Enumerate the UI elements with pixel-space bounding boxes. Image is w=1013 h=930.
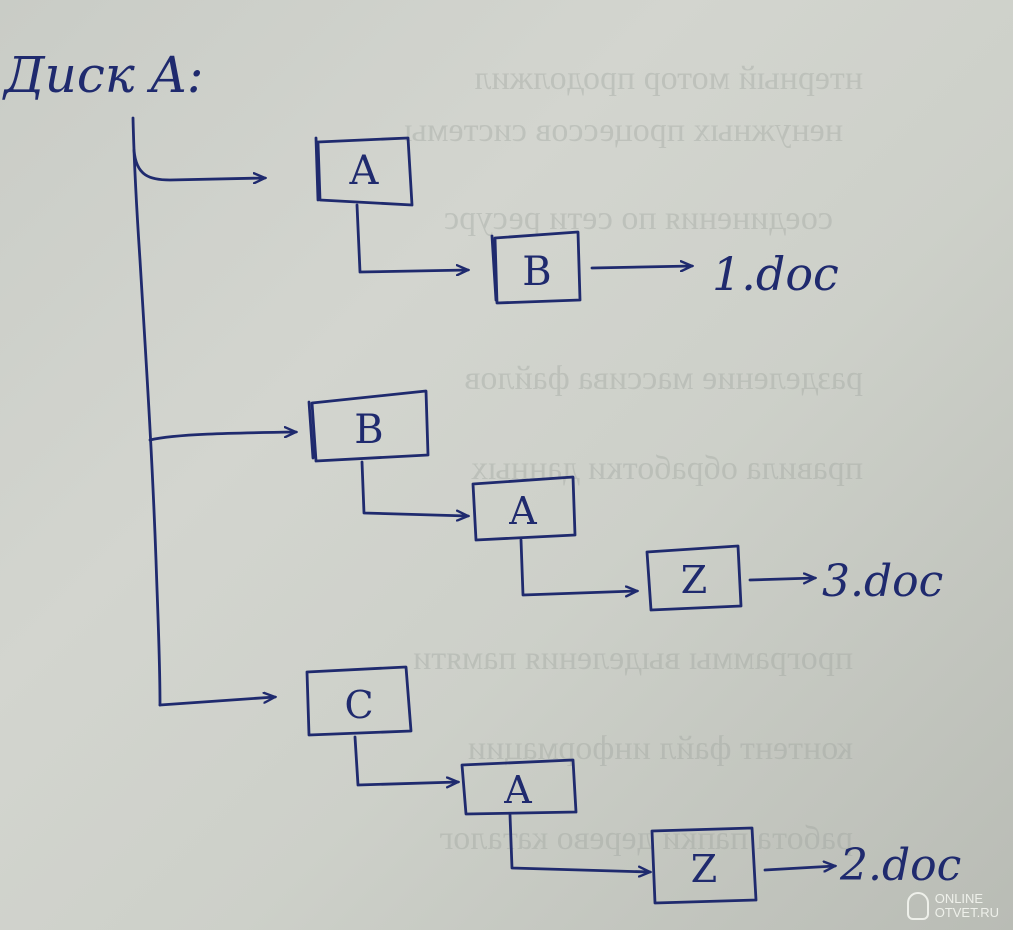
connector-root-a — [132, 148, 265, 180]
connector-z-file2 — [763, 866, 835, 870]
file-label-2doc: 2.doc — [839, 840, 961, 891]
folder-label-z: Z — [681, 558, 707, 602]
file-label-1doc: 1.doc — [712, 247, 839, 301]
folder-box-z — [645, 544, 743, 612]
connector-b-a — [360, 460, 468, 516]
folder-label-a: A — [349, 148, 380, 194]
connector-c-a — [353, 735, 458, 785]
connector-root-b — [148, 432, 296, 442]
folder-label-a2: A — [508, 489, 537, 533]
watermark: ONLINE OTVET.RU — [906, 891, 999, 920]
connector-z-file3 — [748, 578, 815, 580]
folder-label-b: B — [522, 249, 551, 295]
lightbulb-icon — [906, 892, 929, 920]
watermark-line-1: ONLINE — [934, 891, 984, 906]
folder-label-b2: B — [354, 407, 383, 453]
folder-box-b2 — [307, 389, 430, 463]
connector-root-c — [158, 697, 275, 707]
folder-box-a3 — [460, 758, 578, 816]
connector-b-file1 — [590, 266, 692, 268]
folder-box-z2 — [650, 826, 758, 905]
folder-box-b — [490, 230, 582, 305]
folder-label-z2: Z — [691, 847, 717, 891]
folder-box-a2 — [471, 475, 577, 542]
folder-box-c — [305, 665, 413, 737]
connector-a-b — [355, 203, 468, 272]
connector-a-z-2 — [508, 813, 650, 872]
watermark-line-2: OTVET.RU — [934, 905, 999, 920]
root-trunk-line — [131, 116, 162, 707]
folder-label-a3: A — [503, 768, 532, 812]
drive-heading: Диск A: — [2, 46, 204, 104]
connector-a-z — [519, 538, 637, 595]
folder-box-a — [314, 136, 414, 207]
folder-label-c: C — [344, 683, 373, 727]
file-label-3doc: 3.doc — [822, 556, 943, 607]
